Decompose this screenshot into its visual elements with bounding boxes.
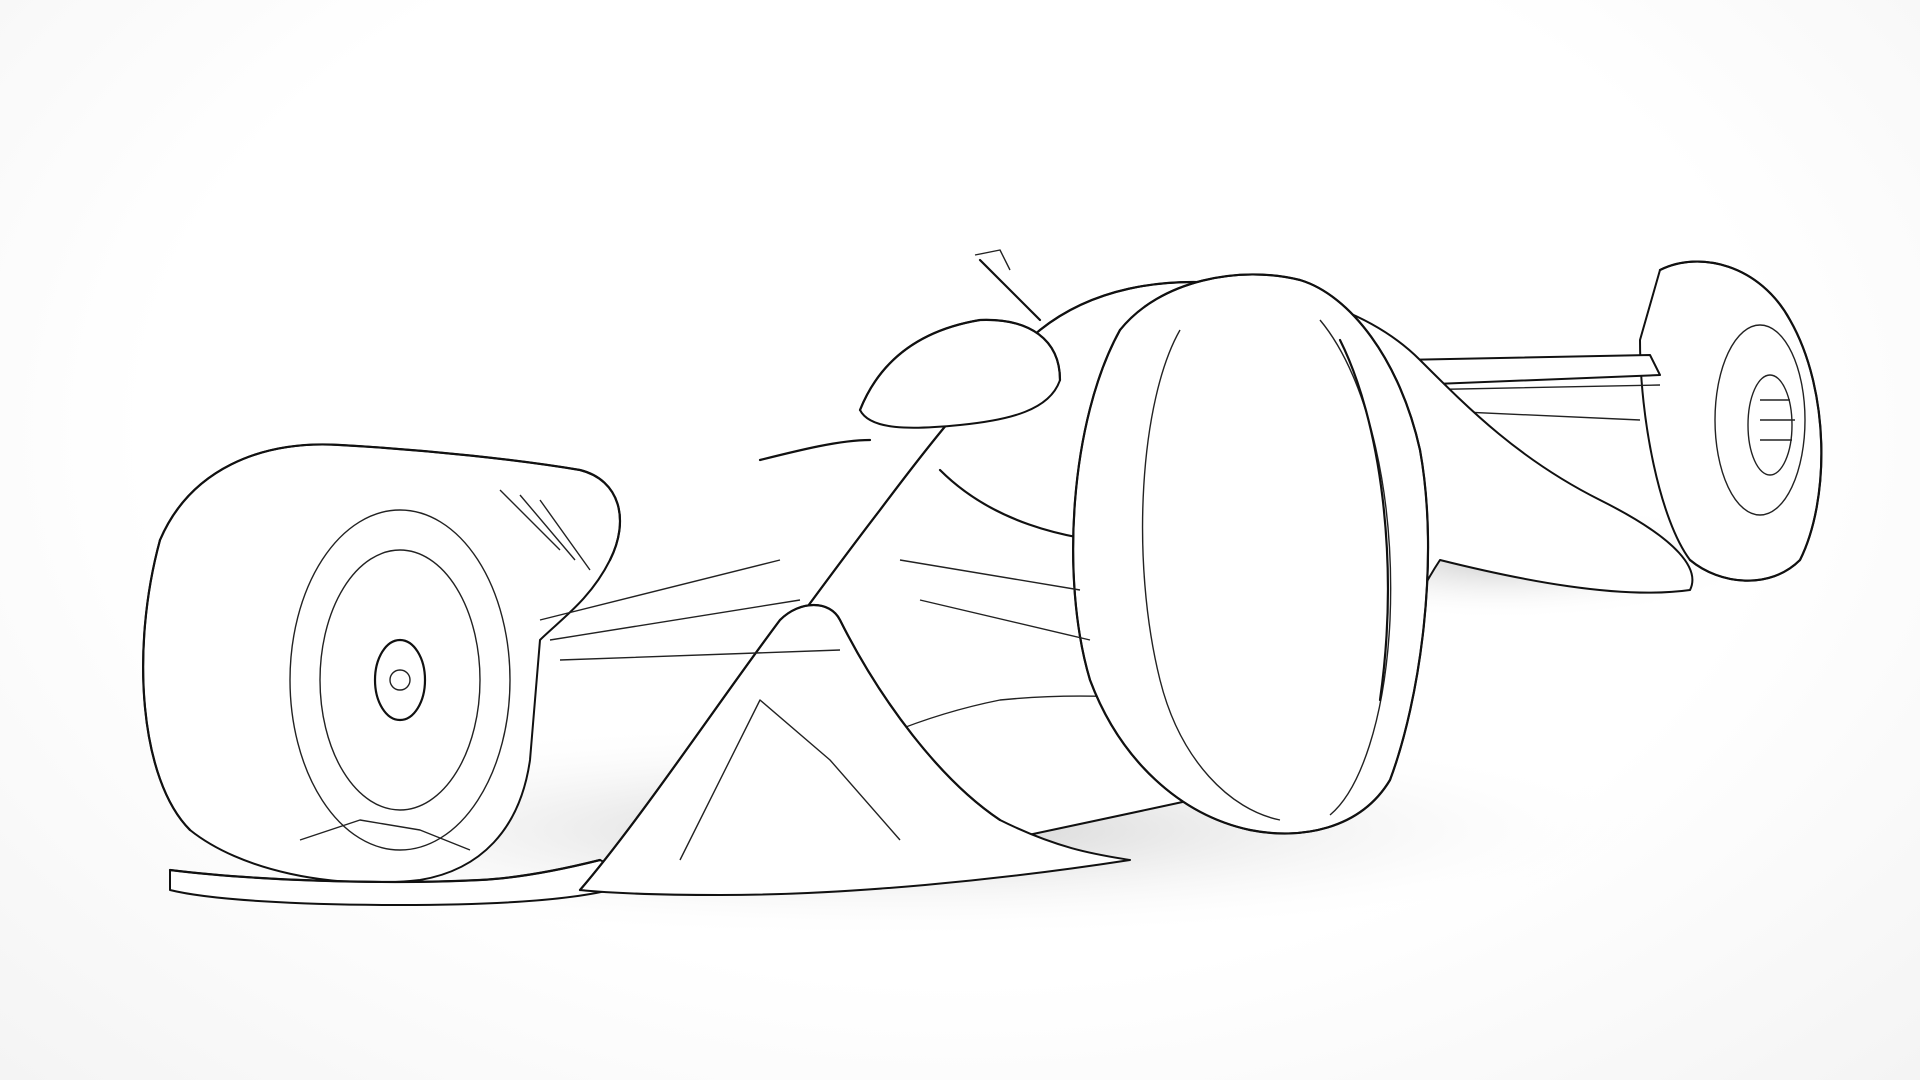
front-right-wheel	[1072, 273, 1430, 835]
rear-right-wheel	[1639, 260, 1823, 582]
front-wing	[168, 604, 1131, 906]
front-left-wheel	[142, 443, 622, 884]
front-suspension	[539, 559, 1091, 661]
cockpit	[758, 249, 1062, 462]
